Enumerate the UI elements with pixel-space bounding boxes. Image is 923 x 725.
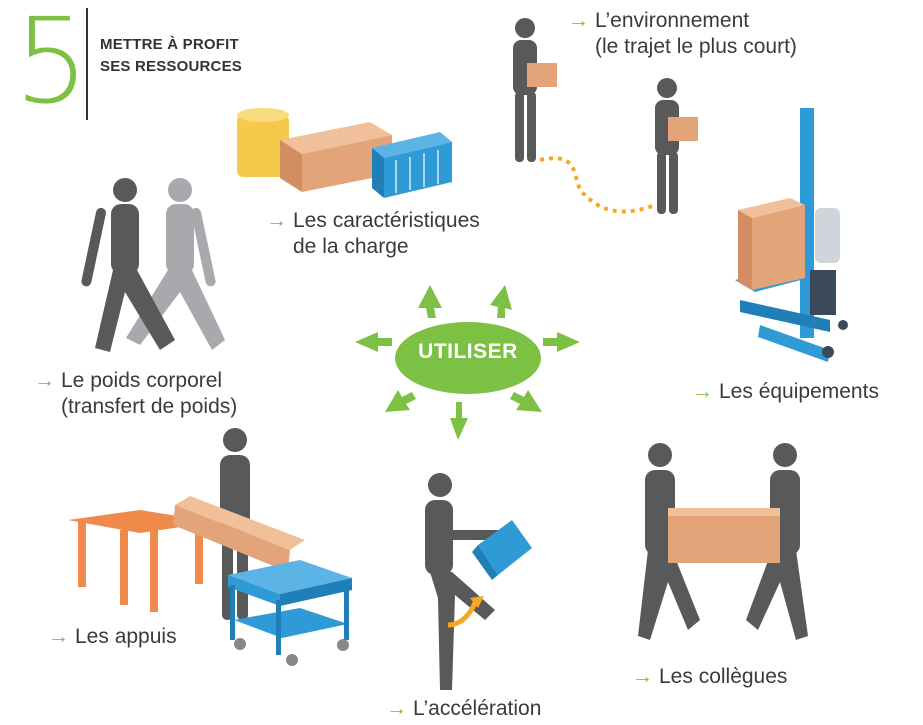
bucket-icon (237, 108, 289, 177)
acceleration-figure-icon (425, 473, 503, 690)
label-supports: →Les appuis (48, 625, 177, 648)
radiating-arrows-icon (355, 285, 580, 440)
colleague-left-icon (638, 443, 700, 640)
load-box-icon (280, 122, 392, 192)
section-title-line-1: METTRE À PROFIT (100, 36, 239, 53)
basket-icon (472, 520, 532, 580)
arrow-icon: → (632, 665, 653, 688)
environment-figure-1-icon (513, 18, 537, 162)
momentum-arrowhead-icon (470, 596, 484, 608)
label-acceleration: →L’accélération (386, 697, 542, 720)
shortest-path-icon (539, 156, 656, 214)
table-icon (68, 510, 215, 612)
center-label: UTILISER (418, 340, 518, 363)
label-equipment: →Les équipements (692, 380, 879, 403)
header-divider (86, 8, 88, 120)
environment-figure-2-icon (655, 78, 679, 214)
colleagues-box-icon (668, 508, 780, 563)
arrow-icon: → (34, 369, 55, 392)
arrow-icon: → (568, 9, 589, 32)
body-weight-figure-light-icon (126, 178, 225, 350)
lift-equipment-icon (735, 108, 848, 362)
section-title: METTRE À PROFIT SES RESSOURCES (100, 34, 242, 78)
environment-box-1-icon (527, 63, 557, 87)
arrow-icon: → (692, 380, 713, 403)
arrow-icon: → (386, 697, 407, 720)
center-ellipse (395, 322, 541, 394)
label-body-weight: →Le poids corporel (transfert de poids) (34, 369, 238, 418)
cart-icon (228, 560, 352, 666)
arrow-icon: → (266, 209, 287, 232)
label-load: →Les caractéristiques de la charge (266, 209, 480, 258)
section-title-line-2: SES RESSOURCES (100, 58, 243, 75)
beam-icon (173, 496, 305, 572)
arrow-icon: → (48, 625, 69, 648)
crate-icon (372, 132, 452, 198)
environment-box-2-icon (668, 117, 698, 141)
label-colleagues: →Les collègues (632, 665, 788, 688)
label-environment: →L’environnement (le trajet le plus cour… (568, 9, 797, 58)
section-number: 5 (14, 0, 90, 130)
body-weight-figure-dark-icon (81, 178, 175, 352)
